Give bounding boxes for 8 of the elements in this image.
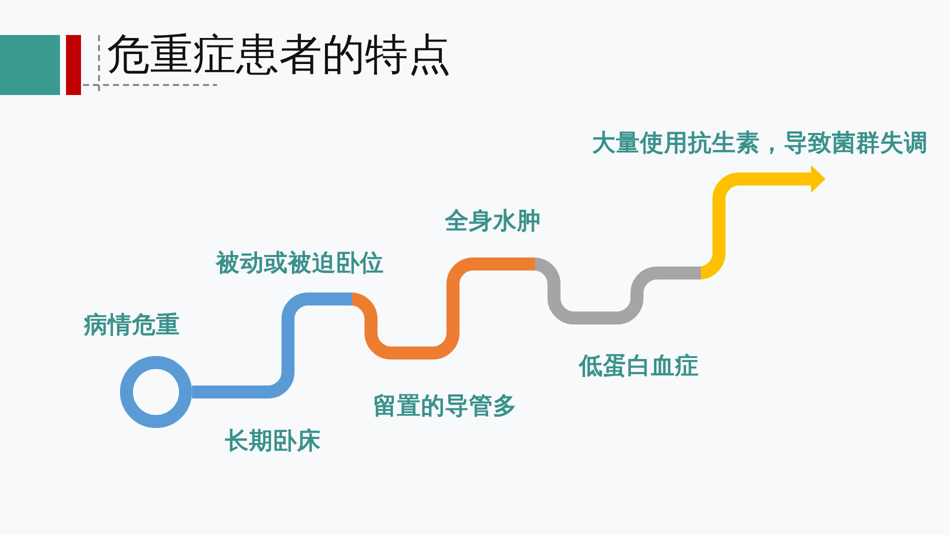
step-label: 长期卧床 (225, 429, 321, 453)
step-label: 留置的导管多 (373, 394, 517, 418)
step-label: 大量使用抗生素，导致菌群失调 (592, 131, 928, 155)
step-label: 低蛋白血症 (579, 354, 699, 378)
step-label: 全身水肿 (445, 209, 541, 233)
title: 危重症患者的特点 (107, 34, 451, 77)
step-label: 病情危重 (84, 313, 180, 337)
step-label: 被动或被迫卧位 (216, 251, 384, 275)
